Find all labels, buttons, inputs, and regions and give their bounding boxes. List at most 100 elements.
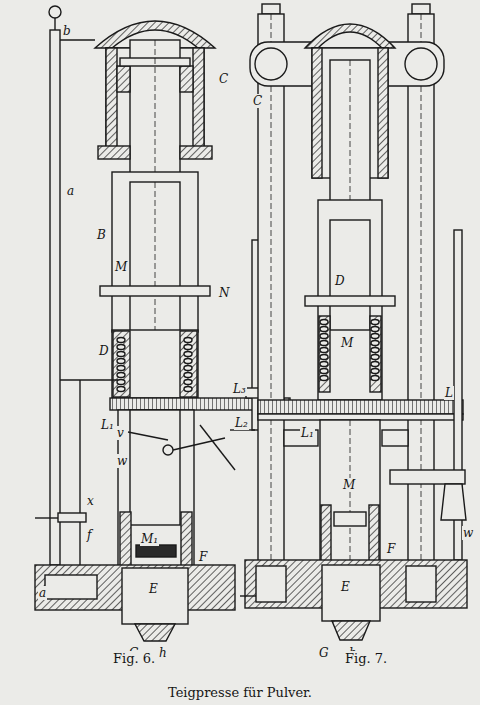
coil-stroke: [320, 341, 328, 346]
part-letter: w: [116, 454, 128, 468]
coil-stroke: [117, 366, 125, 371]
coil-stroke: [184, 345, 192, 350]
part-letter: E: [340, 580, 351, 594]
coil-stroke: [320, 369, 328, 374]
part-letter: C: [252, 92, 263, 108]
caption: Teigpresse für Pulver.: [168, 685, 312, 700]
part-letter: a: [66, 184, 75, 198]
part-letter: M₁: [140, 530, 159, 546]
coil-stroke: [320, 348, 328, 353]
coil-stroke: [371, 327, 379, 332]
coil-stroke: [320, 376, 328, 381]
fig7-elevation: [240, 4, 467, 640]
coil-stroke: [184, 387, 192, 392]
part-letter: C: [218, 72, 229, 86]
coil-stroke: [320, 362, 328, 367]
part-letter: f: [86, 528, 92, 542]
part-letter: M: [342, 478, 356, 492]
part-letter: M: [340, 334, 354, 350]
part-letter: v: [116, 424, 125, 440]
coil-stroke: [117, 345, 125, 350]
part-letter: a: [38, 584, 47, 600]
coil-stroke: [184, 352, 192, 357]
part-letter: M: [342, 476, 356, 492]
part-letter: B: [96, 228, 107, 242]
part-letter: a: [66, 182, 75, 198]
part-letter: v: [116, 426, 125, 440]
part-letter: L₂: [234, 414, 249, 430]
part-letter: b: [62, 24, 72, 38]
part-letter: L₃: [232, 380, 247, 396]
coil-stroke: [184, 373, 192, 378]
part-letter: x: [86, 492, 95, 508]
part-letter: f: [86, 526, 92, 542]
part-letter: w: [462, 526, 474, 540]
coil-stroke: [117, 387, 125, 392]
part-letter: D: [334, 274, 346, 288]
part-letter: L₁: [300, 424, 315, 440]
part-letter: M: [340, 336, 354, 350]
coil-stroke: [371, 369, 379, 374]
coil-stroke: [184, 338, 192, 343]
part-letter: a: [38, 586, 47, 600]
packing-coils: [117, 320, 379, 392]
coil-stroke: [117, 352, 125, 357]
figure-label: Fig. 7.: [344, 651, 388, 666]
part-letter: D: [98, 344, 110, 358]
part-letter: L₁: [100, 416, 115, 432]
coil-stroke: [371, 334, 379, 339]
part-letter: E: [148, 582, 159, 596]
coil-stroke: [371, 341, 379, 346]
part-letter: h: [158, 646, 168, 660]
coil-stroke: [371, 355, 379, 360]
part-letter: N: [218, 284, 231, 300]
coil-stroke: [371, 348, 379, 353]
coil-stroke: [117, 338, 125, 343]
caption: Teigpresse für Pulver.: [0, 682, 480, 701]
figure-label: Fig. 6.: [112, 650, 156, 666]
part-letter: M: [114, 260, 128, 274]
part-letter: L₃: [232, 382, 247, 396]
part-letter: G: [318, 646, 330, 660]
part-letter: D: [98, 342, 110, 358]
part-letter: h: [158, 644, 168, 660]
coil-stroke: [117, 380, 125, 385]
part-letter: L₁: [100, 418, 115, 432]
coil-stroke: [320, 327, 328, 332]
part-letter: C: [218, 70, 229, 86]
part-letter: C: [252, 94, 263, 108]
part-letter: x: [86, 494, 95, 508]
part-letter: F: [198, 548, 208, 564]
part-letter: N: [218, 286, 231, 300]
coil-stroke: [371, 320, 379, 325]
part-letter: D: [334, 272, 346, 288]
coil-stroke: [320, 355, 328, 360]
part-letter: L₂: [234, 416, 249, 430]
fig6-section: [35, 6, 290, 641]
coil-stroke: [184, 366, 192, 371]
coil-stroke: [184, 359, 192, 364]
coil-stroke: [184, 380, 192, 385]
coil-stroke: [320, 320, 328, 325]
part-letter: w: [462, 524, 474, 540]
part-letter: L₁: [300, 426, 315, 440]
part-letter: F: [198, 550, 208, 564]
part-letter: F: [386, 540, 396, 556]
figure-label: Fig. 6.: [112, 651, 156, 666]
part-letter: M: [114, 258, 128, 274]
part-letter: B: [96, 226, 107, 242]
part-letter: L: [444, 386, 454, 400]
coil-stroke: [371, 376, 379, 381]
coil-stroke: [320, 334, 328, 339]
figure-label: Fig. 7.: [344, 650, 388, 666]
part-letter: L: [444, 384, 454, 400]
part-letter: E: [340, 578, 351, 594]
part-letter: M₁: [140, 532, 159, 546]
part-letter: w: [116, 452, 128, 468]
part-letter: F: [386, 542, 396, 556]
coil-stroke: [371, 362, 379, 367]
part-letter: E: [148, 580, 159, 596]
coil-stroke: [117, 359, 125, 364]
part-letter: b: [62, 22, 72, 38]
